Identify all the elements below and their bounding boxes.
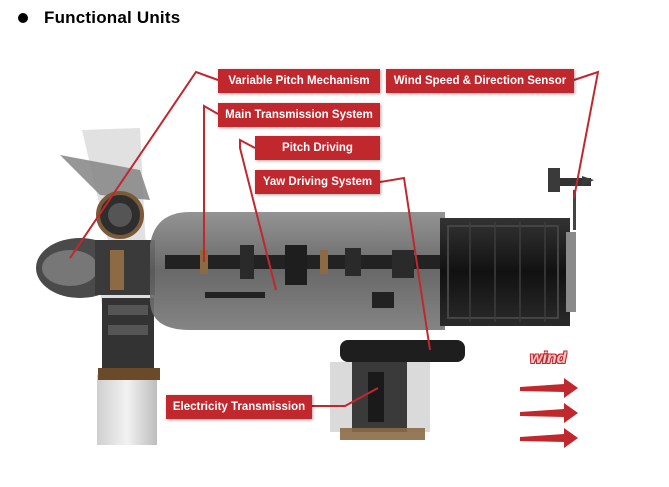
leader-main-transmission xyxy=(203,104,219,262)
leader-yaw-driving xyxy=(379,176,431,351)
leader-wind-sensor xyxy=(573,70,600,199)
label-variable-pitch-mechanism: Variable Pitch Mechanism xyxy=(218,69,380,93)
leader-lines xyxy=(69,70,600,407)
leader-pitch-driving xyxy=(239,138,277,291)
heading: Functional Units xyxy=(18,8,180,28)
wind-sensor xyxy=(548,168,594,230)
page-title: Functional Units xyxy=(44,8,181,27)
label-wind-speed-direction-sensor: Wind Speed & Direction Sensor xyxy=(386,69,574,93)
generator xyxy=(440,218,576,326)
wind-label: wind xyxy=(530,350,567,367)
label-electricity-transmission: Electricity Transmission xyxy=(166,395,312,419)
leader-electricity-transmission xyxy=(312,387,379,407)
label-pitch-driving: Pitch Driving xyxy=(255,136,380,160)
label-main-transmission-system: Main Transmission System xyxy=(218,103,380,127)
leader-variable-pitch xyxy=(69,70,219,259)
hub-column xyxy=(98,298,160,380)
tower xyxy=(97,375,157,445)
label-yaw-driving-system: Yaw Driving System xyxy=(255,170,380,194)
bullet-icon xyxy=(18,13,28,23)
nacelle xyxy=(150,212,445,330)
yaw-drive-assembly xyxy=(330,340,465,440)
wind-arrows xyxy=(520,378,578,448)
rotor-hub xyxy=(36,191,155,298)
